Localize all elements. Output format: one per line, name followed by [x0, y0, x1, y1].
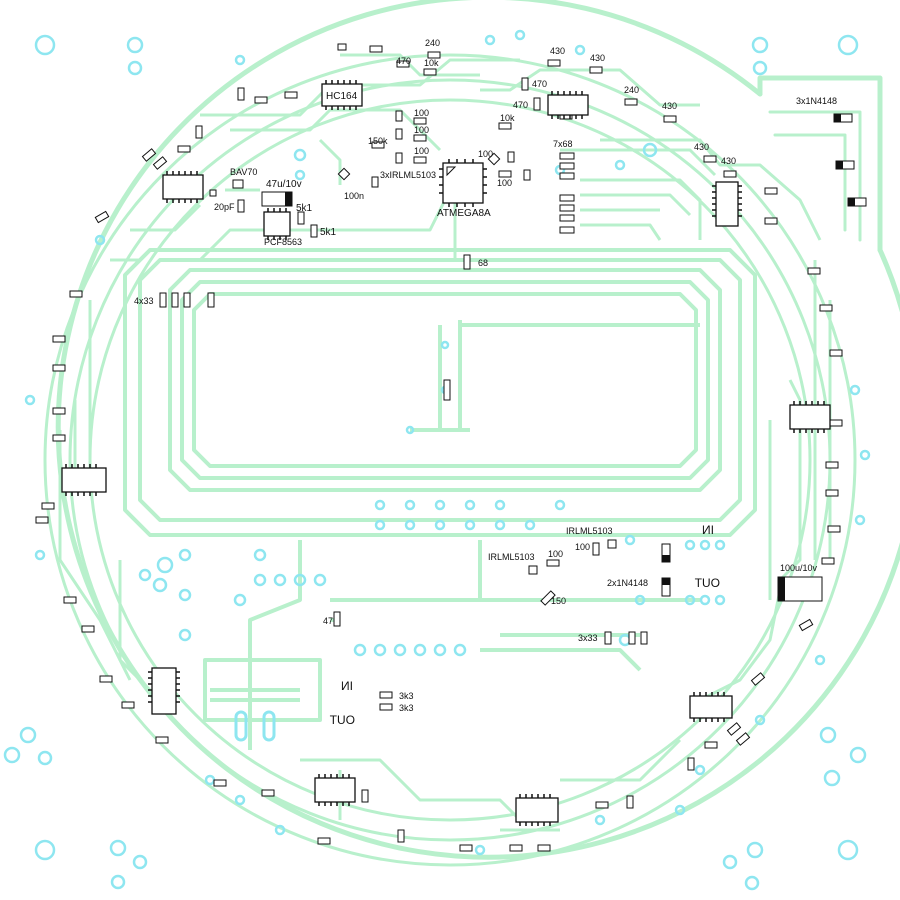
label-r10kb: 10k	[500, 113, 515, 123]
label-cap20p: 20pF	[214, 202, 235, 212]
label-r68: 68	[478, 258, 488, 268]
label-r240a: 240	[425, 38, 440, 48]
label-r100f: 100	[575, 542, 590, 552]
label-r430a: 430	[550, 46, 565, 56]
label-r430b: 430	[590, 53, 605, 63]
diodes	[661, 113, 867, 597]
label-r33x4: 4x33	[134, 296, 154, 306]
label-r3k3b: 3k3	[399, 703, 414, 713]
label-r100b: 100	[414, 125, 429, 135]
label-r100c: 100	[414, 146, 429, 156]
label-bav70: BAV70	[230, 167, 257, 177]
label-r68x7: 7x68	[553, 139, 573, 149]
label-r150k: 150k	[368, 136, 388, 146]
label-shift-chip: HC164	[326, 91, 358, 102]
component-labels: 470 240 10k 430 430 470 470 240 430 430 …	[134, 38, 837, 727]
label-r430d: 430	[694, 142, 709, 152]
label-r3k3a: 3k3	[399, 691, 414, 701]
label-r470c: 470	[513, 100, 528, 110]
label-irlml-a: IRLML5103	[566, 526, 613, 536]
label-diodes2: 2x1N4148	[607, 578, 648, 588]
label-r100d: 100	[478, 149, 493, 159]
label-in-a: IN	[702, 523, 714, 537]
label-r150: 150	[551, 596, 566, 606]
label-r5k1b: 5k1	[320, 227, 337, 238]
label-out-a: OUT	[694, 576, 720, 590]
board-outline	[43, 0, 900, 867]
label-out-b: OUT	[329, 713, 355, 727]
label-r100g: 100	[548, 549, 563, 559]
label-mcu-chip: ATMEGA8A	[437, 208, 491, 219]
label-r10ka: 10k	[424, 58, 439, 68]
label-r240b: 240	[624, 85, 639, 95]
label-r33x3: 3x33	[578, 633, 598, 643]
electrolytic-capacitors	[261, 191, 823, 602]
smd-components	[35, 43, 843, 852]
label-r470a: 470	[396, 56, 411, 66]
display-traces	[123, 248, 757, 750]
ic-packages	[61, 83, 831, 823]
label-cap100u: 100u/10v	[780, 563, 818, 573]
label-r430e: 430	[721, 156, 736, 166]
label-r100a: 100	[414, 108, 429, 118]
label-irlml-b: IRLML5103	[488, 552, 535, 562]
upper-traces	[58, 53, 832, 832]
label-rtc-chip: PCF8563	[264, 237, 302, 247]
label-r430c: 430	[662, 101, 677, 111]
label-diodes3: 3x1N4148	[796, 96, 837, 106]
label-r100e: 100	[497, 178, 512, 188]
label-in-b: IN	[341, 679, 353, 693]
label-r470b: 470	[532, 79, 547, 89]
label-r47: 47	[323, 616, 333, 626]
label-cap47u: 47u/10v	[266, 179, 302, 190]
label-r5k1a: 5k1	[296, 203, 313, 214]
ic-pins	[65, 80, 825, 826]
out-connector-pads	[234, 710, 276, 742]
label-mosfets3: 3xIRLML5103	[380, 170, 436, 180]
label-cap100n: 100n	[344, 191, 364, 201]
mcu-pin1-mark	[446, 166, 457, 177]
